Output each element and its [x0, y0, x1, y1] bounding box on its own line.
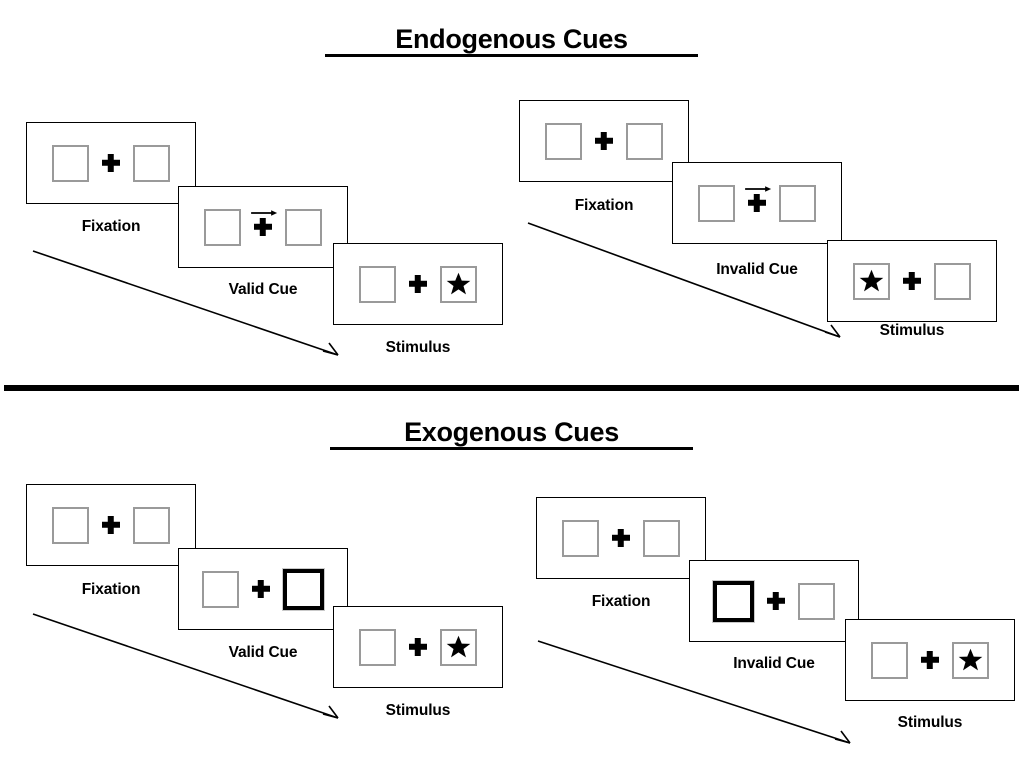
trial-frame-fixation	[519, 100, 689, 182]
frame-caption-stimulus: Stimulus	[385, 339, 451, 356]
placeholder-box-right	[133, 144, 170, 182]
placeholder-box-left	[52, 144, 89, 182]
placeholder-box-right	[285, 208, 322, 246]
plus-cross-icon	[767, 592, 785, 610]
trial-frame-stimulus	[845, 619, 1015, 701]
frame-caption-invalid-cue: Invalid Cue	[733, 655, 815, 672]
plus-cross-icon	[252, 580, 270, 598]
placeholder-box-right	[626, 122, 663, 160]
trial-frame-valid-cue	[178, 548, 348, 630]
target-box-right	[952, 641, 989, 679]
cued-box-right	[282, 567, 325, 611]
right-arrow-cue-icon	[744, 183, 772, 193]
frame-caption-valid-cue: Valid Cue	[228, 644, 298, 661]
trial-frame-fixation	[26, 484, 196, 566]
placeholder-box-left	[545, 122, 582, 160]
plus-cross-icon	[595, 132, 613, 150]
plus-cross-icon	[612, 529, 630, 547]
frame-caption-invalid-cue: Invalid Cue	[716, 261, 798, 278]
section-title-endogenous: Endogenous Cues	[325, 25, 698, 58]
placeholder-box-right	[934, 262, 971, 300]
placeholder-box-left	[204, 208, 241, 246]
trial-frame-stimulus	[827, 240, 997, 322]
star-icon	[859, 269, 884, 292]
target-box-right	[440, 265, 477, 303]
trial-frame-stimulus	[333, 243, 503, 325]
placeholder-box-left	[562, 519, 599, 557]
star-icon	[958, 648, 983, 671]
placeholder-box-left	[871, 641, 908, 679]
star-icon	[446, 272, 471, 295]
frame-caption-valid-cue: Valid Cue	[228, 281, 298, 298]
trial-frame-stimulus	[333, 606, 503, 688]
plus-cross-icon	[921, 651, 939, 669]
placeholder-box-left	[359, 265, 396, 303]
target-box-left	[853, 262, 890, 300]
section-title-exogenous: Exogenous Cues	[330, 418, 693, 451]
frame-caption-stimulus: Stimulus	[897, 714, 963, 731]
frame-caption-fixation: Fixation	[574, 197, 634, 214]
section-divider	[4, 385, 1019, 391]
frame-caption-fixation: Fixation	[81, 218, 141, 235]
placeholder-box-left	[202, 570, 239, 608]
placeholder-box-right	[643, 519, 680, 557]
trial-frame-invalid-cue	[689, 560, 859, 642]
frame-caption-stimulus: Stimulus	[879, 322, 945, 339]
trial-frame-fixation	[26, 122, 196, 204]
placeholder-box-left	[698, 184, 735, 222]
frame-caption-fixation: Fixation	[591, 593, 651, 610]
placeholder-box-left	[52, 506, 89, 544]
frame-caption-fixation: Fixation	[81, 581, 141, 598]
right-arrow-cue-icon	[250, 207, 278, 217]
placeholder-box-right	[133, 506, 170, 544]
trial-frame-invalid-cue	[672, 162, 842, 244]
plus-cross-icon	[102, 516, 120, 534]
plus-cross-icon	[748, 194, 766, 212]
plus-cross-icon	[409, 275, 427, 293]
plus-cross-icon	[102, 154, 120, 172]
placeholder-box-left	[359, 628, 396, 666]
star-icon	[446, 635, 471, 658]
placeholder-box-right	[798, 582, 835, 620]
plus-cross-icon	[903, 272, 921, 290]
target-box-right	[440, 628, 477, 666]
plus-cross-icon	[254, 218, 272, 236]
plus-cross-icon	[409, 638, 427, 656]
cued-box-left	[712, 579, 755, 623]
diagonal-flow-arrow-icon	[537, 640, 851, 744]
placeholder-box-right	[779, 184, 816, 222]
frame-caption-stimulus: Stimulus	[385, 702, 451, 719]
trial-frame-fixation	[536, 497, 706, 579]
trial-frame-valid-cue	[178, 186, 348, 268]
